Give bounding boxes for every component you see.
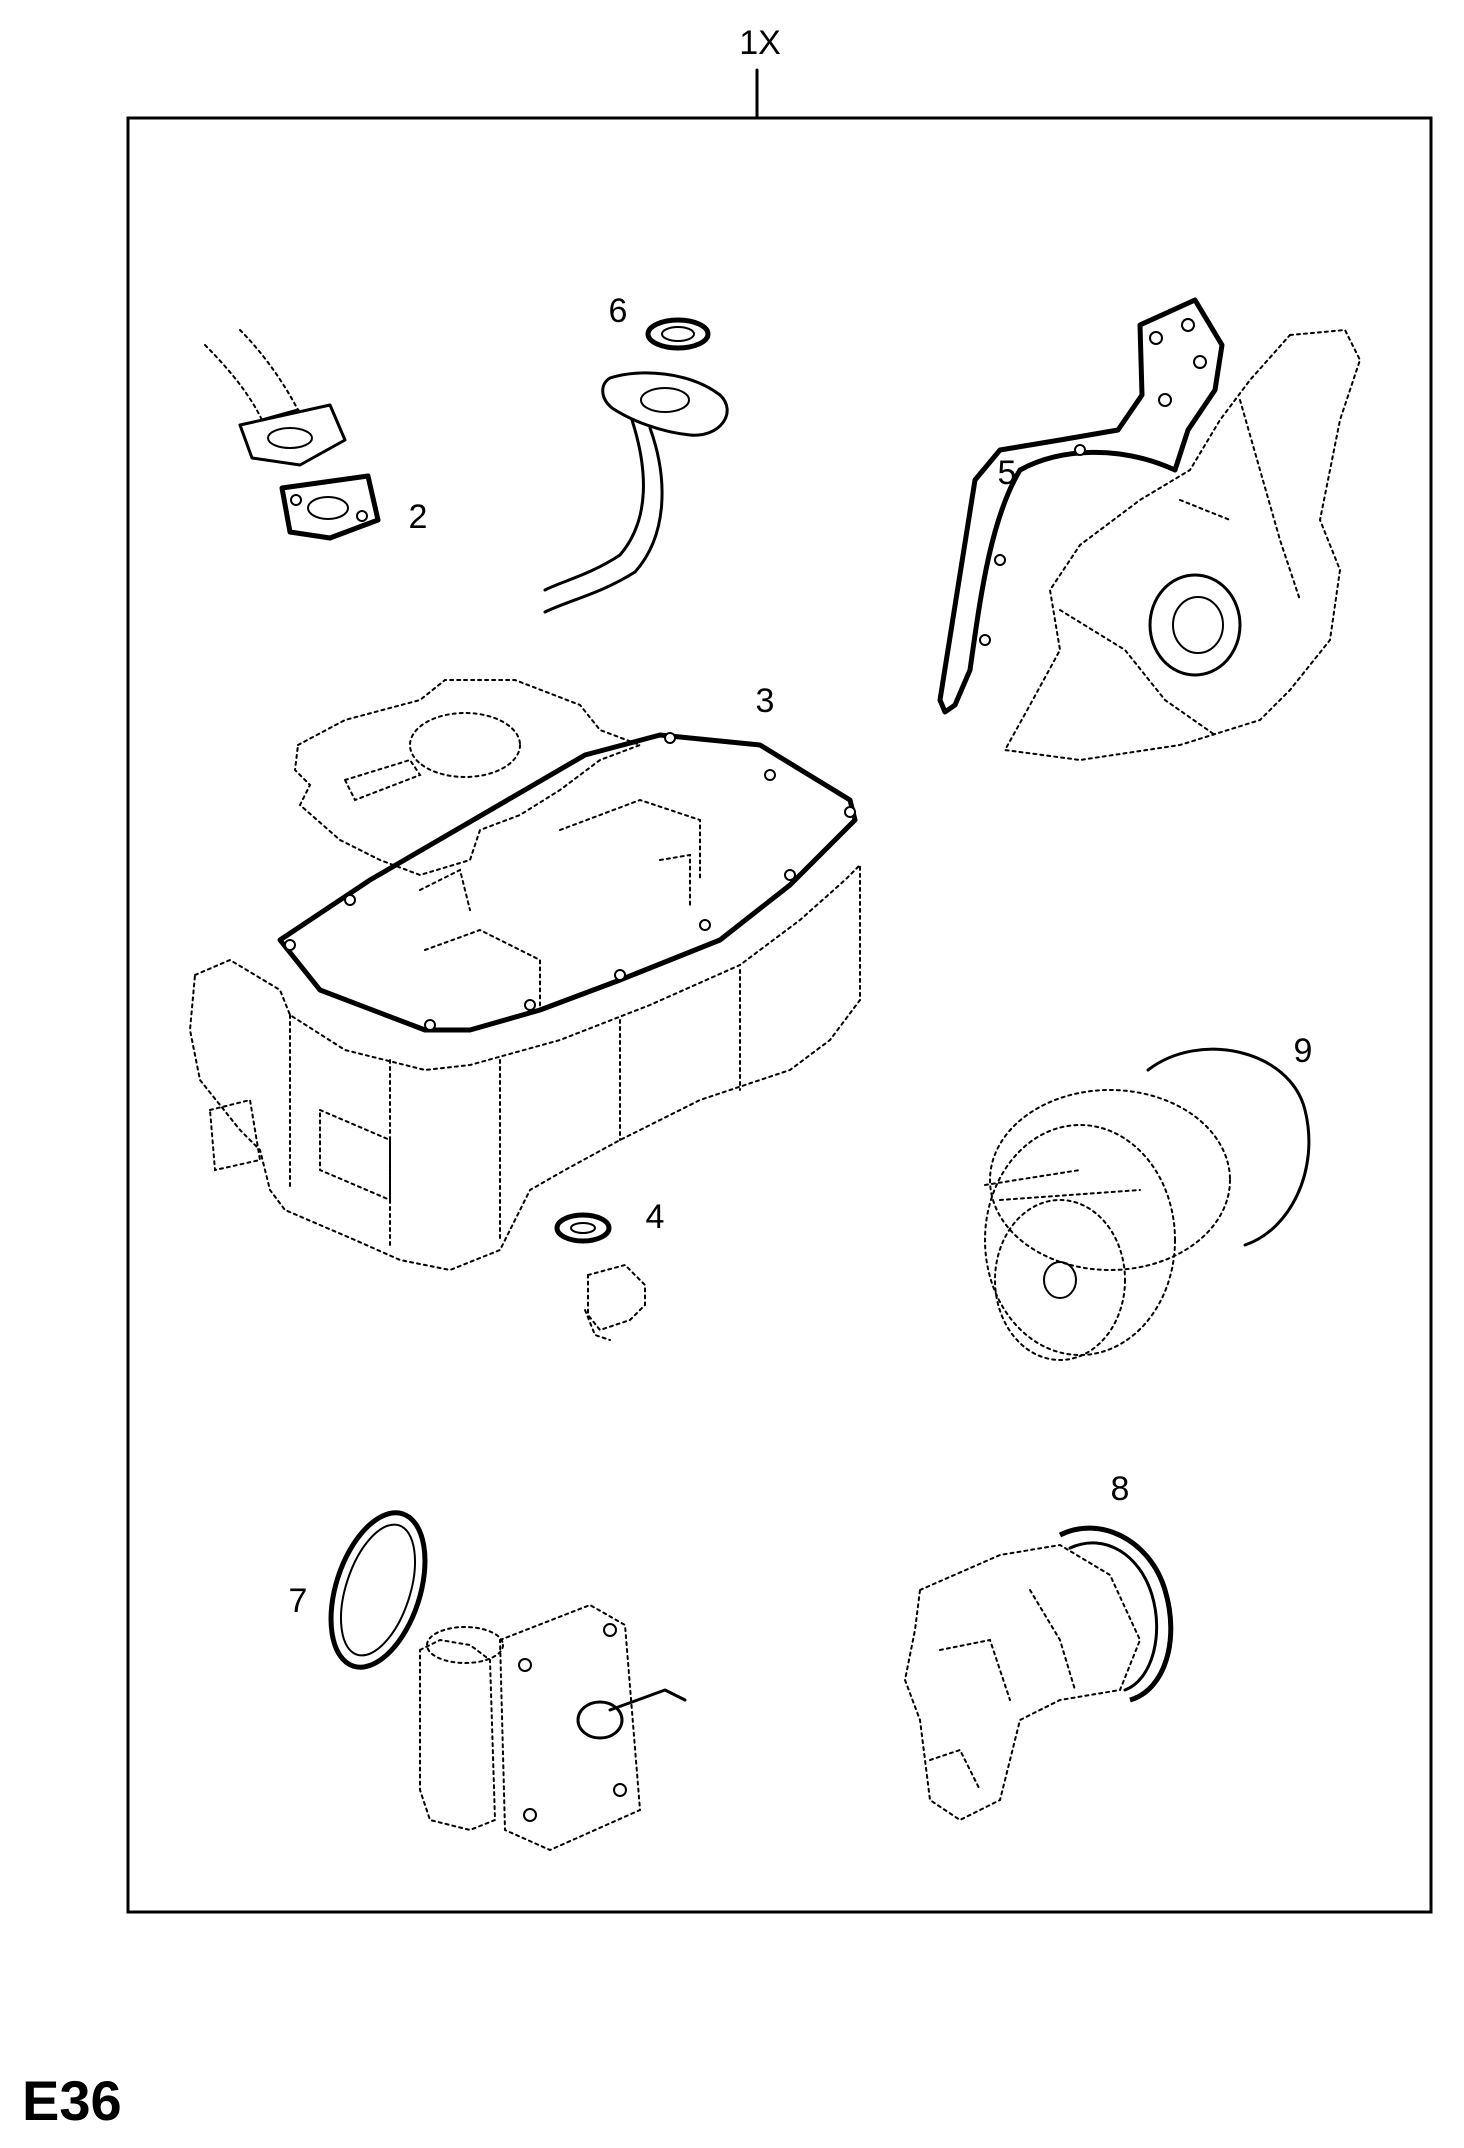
callout-2: 2: [409, 498, 428, 536]
callout-5: 5: [998, 454, 1017, 492]
part-7-oil-filter-ring: [328, 1510, 687, 1852]
part-4-drain-plug-seal: [554, 1212, 646, 1341]
callout-6: 6: [609, 292, 628, 330]
part-3-oil-pan-gasket: [188, 679, 861, 1272]
callout-3: 3: [756, 682, 775, 720]
callout-4: 4: [646, 1198, 665, 1236]
kit-frame: [126, 116, 1433, 1914]
page-code: E36: [22, 2069, 122, 2132]
part-2-flange-gasket: [204, 329, 381, 541]
callout-8: 8: [1111, 1470, 1130, 1508]
callout-7: 7: [289, 1582, 308, 1620]
part-5-front-cover-gasket: [937, 297, 1362, 762]
part-8-crankshaft-seal: [903, 1525, 1174, 1822]
part-6-oil-pickup-seal: [543, 317, 729, 614]
part-9-water-pump-ring: [984, 1047, 1311, 1361]
kit-label: 1X: [739, 24, 781, 62]
callout-9: 9: [1294, 1032, 1313, 1070]
